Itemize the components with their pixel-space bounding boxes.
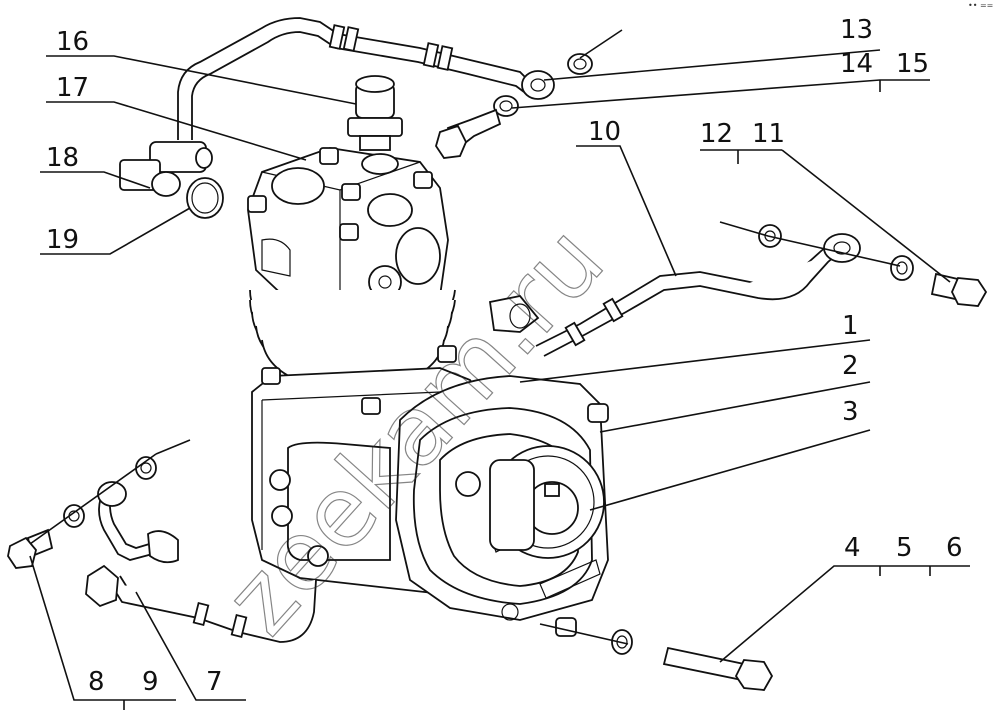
label-17: 17	[56, 73, 89, 103]
label-1: 1	[842, 311, 859, 341]
drive-gear-3	[489, 445, 605, 559]
label-4: 4	[844, 533, 861, 563]
label-7: 7	[206, 667, 223, 697]
banjo-bolt-8	[7, 528, 54, 569]
pipe-10	[535, 233, 861, 357]
o-ring-19	[186, 177, 224, 219]
label-6: 6	[946, 533, 963, 563]
label-15: 15	[896, 49, 929, 79]
label-14: 14	[840, 49, 873, 79]
banjo-bolt-11	[930, 272, 988, 307]
label-8: 8	[88, 667, 105, 697]
label-18: 18	[46, 143, 79, 173]
label-12: 12	[700, 119, 733, 149]
washer-9b	[63, 504, 85, 528]
label-19: 19	[46, 225, 79, 255]
fitting-16	[347, 75, 403, 151]
label-9: 9	[142, 667, 159, 697]
banjo-bolt-15	[435, 108, 502, 159]
washer-12b	[890, 255, 914, 281]
label-11: 11	[752, 119, 785, 149]
label-2: 2	[842, 351, 859, 381]
washer-13	[567, 53, 593, 75]
cylinder-head	[247, 147, 449, 313]
corner-mark: •• ==	[968, 1, 993, 10]
leader-lines	[29, 29, 970, 710]
bolt-4	[662, 646, 774, 691]
tee-fitting-18	[119, 141, 213, 197]
label-10: 10	[588, 117, 621, 147]
lower-oil-pipe	[85, 481, 317, 643]
callouts: 16 17 18 19 13 14 15 10 12 11 1 2 3 4 5 …	[46, 15, 963, 697]
washer-14	[493, 95, 519, 117]
label-3: 3	[842, 397, 859, 427]
label-5: 5	[896, 533, 913, 563]
outlet-nipple	[488, 295, 540, 333]
label-16: 16	[56, 27, 89, 57]
label-13: 13	[840, 15, 873, 45]
